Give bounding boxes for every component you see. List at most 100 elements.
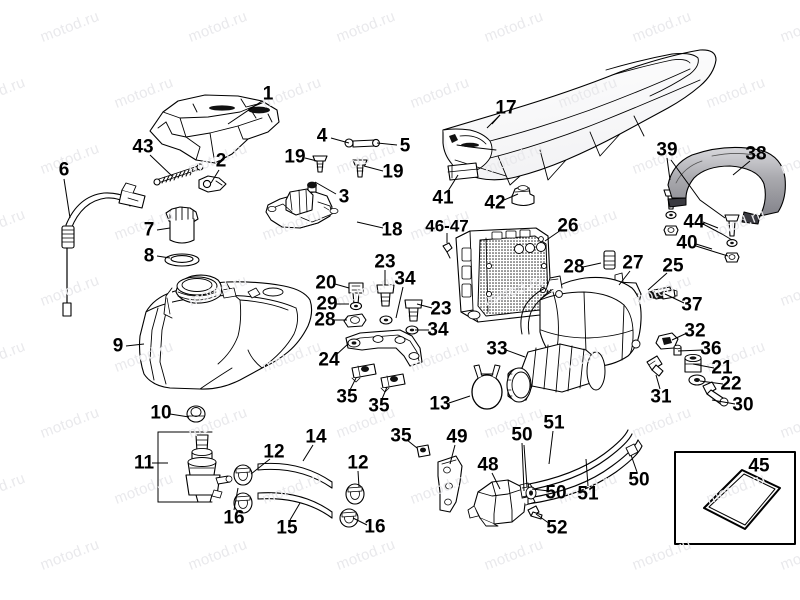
callout-label-50a: 50 bbox=[511, 424, 533, 446]
part-24-mount-bracket bbox=[345, 329, 423, 367]
part-16b-hose-clamp bbox=[339, 508, 359, 528]
part-40-nut-lower bbox=[724, 252, 740, 263]
part-35c-speed-nut-clip bbox=[416, 444, 431, 458]
callout-label-18: 18 bbox=[381, 219, 403, 241]
part-28a-rubber-damper bbox=[603, 250, 616, 270]
part-33-exhaust-pipe bbox=[506, 343, 606, 403]
part-52-screw bbox=[527, 505, 543, 520]
part-35a-speed-nut-clip bbox=[351, 363, 377, 383]
callout-label-38: 38 bbox=[745, 143, 767, 165]
callout-label-12b: 12 bbox=[347, 452, 369, 474]
callout-label-16b: 16 bbox=[364, 516, 386, 538]
part-28b-nut bbox=[343, 313, 367, 328]
callout-label-45: 45 bbox=[748, 455, 770, 477]
part-46-47-clip-screw bbox=[442, 242, 453, 259]
part-15-vacuum-hose bbox=[257, 492, 333, 519]
part-6-vent-hose bbox=[61, 182, 146, 317]
callout-label-1: 1 bbox=[262, 83, 274, 105]
part-50c-hose-clip bbox=[625, 443, 639, 457]
callout-label-15: 15 bbox=[276, 517, 298, 539]
callout-label-13: 13 bbox=[429, 393, 451, 415]
part-34a-washer bbox=[379, 315, 393, 325]
callout-label-39: 39 bbox=[656, 139, 678, 161]
callout-label-50b: 50 bbox=[545, 482, 567, 504]
callout-label-14: 14 bbox=[305, 426, 327, 448]
callout-label-26: 26 bbox=[557, 215, 579, 237]
callout-label-5: 5 bbox=[399, 135, 411, 157]
callout-label-6: 6 bbox=[58, 159, 70, 181]
callout-label-11: 11 bbox=[133, 452, 155, 474]
part-19b-screw bbox=[352, 159, 368, 178]
callout-label-23a: 23 bbox=[374, 251, 396, 273]
part-19a-screw bbox=[312, 155, 328, 173]
part-12a-hose-clamp bbox=[233, 464, 253, 486]
part-51-fuel-line-lower bbox=[523, 429, 633, 492]
callout-label-42: 42 bbox=[484, 192, 506, 214]
part-21-spacer-collar bbox=[684, 353, 702, 373]
part-26-air-filter-box bbox=[455, 227, 552, 323]
part-39-bolt-lower bbox=[724, 214, 740, 237]
callout-label-9: 9 bbox=[112, 335, 124, 357]
callout-label-7: 7 bbox=[143, 219, 155, 241]
callout-label-35b: 35 bbox=[368, 395, 390, 417]
callout-label-4: 4 bbox=[316, 125, 328, 147]
callout-label-21: 21 bbox=[711, 357, 733, 379]
callout-label-28a: 28 bbox=[563, 256, 585, 278]
part-34b-washer bbox=[405, 325, 419, 335]
part-35b-speed-nut-clip bbox=[380, 373, 406, 393]
callout-label-30: 30 bbox=[732, 394, 754, 416]
part-50b-hose-clip bbox=[525, 486, 537, 500]
part-1-rear-fender-cowl bbox=[149, 94, 280, 164]
callout-label-50c: 50 bbox=[628, 469, 650, 491]
callout-label-25: 25 bbox=[662, 255, 684, 277]
callout-label-36: 36 bbox=[700, 338, 722, 360]
part-29-washer bbox=[349, 301, 363, 311]
part-18-seat-lock-assembly bbox=[265, 188, 339, 229]
callout-label-19b: 19 bbox=[382, 161, 404, 183]
part-42-seat-bumper bbox=[511, 185, 535, 207]
callout-label-20: 20 bbox=[315, 272, 337, 294]
callout-label-49: 49 bbox=[446, 426, 468, 448]
callout-label-37: 37 bbox=[681, 294, 703, 316]
part-23b-flange-bolt bbox=[404, 299, 423, 322]
part-45-inset bbox=[674, 451, 796, 545]
part-10-tank-grommet bbox=[186, 405, 206, 423]
part-8-cap-seal-ring bbox=[164, 253, 200, 267]
callout-label-19a: 19 bbox=[284, 146, 306, 168]
part-7-fuel-cap bbox=[165, 206, 199, 244]
part-22-washer bbox=[688, 374, 706, 386]
part-9-fuel-tank bbox=[138, 274, 313, 390]
callout-label-3: 3 bbox=[338, 186, 350, 208]
part-44-washer-lower bbox=[726, 239, 738, 247]
part-14-fuel-hose bbox=[257, 462, 333, 489]
part-40-nut-upper bbox=[663, 225, 679, 236]
callout-label-28b: 28 bbox=[314, 309, 336, 331]
callout-label-2: 2 bbox=[215, 150, 227, 172]
callout-label-32: 32 bbox=[684, 320, 706, 342]
part-49-pump-bracket bbox=[437, 455, 463, 513]
part-11-fuel-petcock-valve bbox=[157, 431, 233, 503]
callout-label-40: 40 bbox=[676, 232, 698, 254]
part-36-collar-bushing bbox=[673, 344, 682, 356]
part-13-spring-clip bbox=[471, 364, 503, 410]
callout-label-34b: 34 bbox=[427, 319, 449, 341]
callout-label-41: 41 bbox=[432, 187, 454, 209]
callout-label-16a: 16 bbox=[223, 507, 245, 529]
callout-label-23b: 23 bbox=[430, 298, 452, 320]
callout-label-8: 8 bbox=[143, 245, 155, 267]
callout-label-46-47: 46-47 bbox=[425, 216, 469, 236]
part-41-rubber-stopper bbox=[447, 162, 479, 181]
part-20-bolt bbox=[348, 282, 364, 305]
part-2-bracket-plate bbox=[198, 175, 227, 193]
callout-label-35c: 35 bbox=[390, 425, 412, 447]
callout-label-52: 52 bbox=[546, 517, 568, 539]
callout-label-17: 17 bbox=[495, 97, 517, 119]
part-31-bolt-short bbox=[646, 355, 664, 377]
callout-label-22: 22 bbox=[720, 373, 742, 395]
callout-label-44: 44 bbox=[683, 211, 705, 233]
callout-label-48: 48 bbox=[477, 454, 499, 476]
callout-label-29: 29 bbox=[316, 293, 338, 315]
callout-label-34a: 34 bbox=[394, 268, 416, 290]
